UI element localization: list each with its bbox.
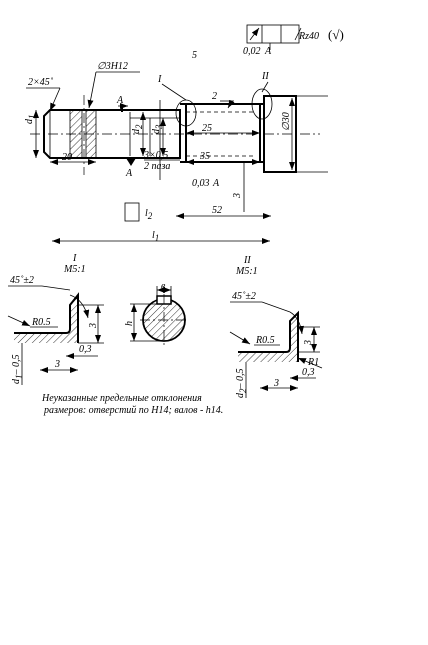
flange	[263, 95, 297, 173]
detail-I-scale: М5:1	[63, 264, 86, 275]
detail-I-title: I	[72, 253, 77, 264]
groove-spec-line2: 2 паза	[144, 161, 170, 172]
detail-II-scale: М5:1	[235, 266, 258, 277]
detail-II-title: II	[243, 255, 251, 266]
detail-I-dim-3-vertical: 3	[88, 323, 99, 329]
detail-II-radius-r1: R1	[307, 357, 319, 368]
callout-II-label: II	[261, 71, 269, 82]
dim-5: 5	[192, 50, 197, 61]
total-runout-datum: A	[212, 178, 220, 189]
detail-II-radius: R0.5	[255, 335, 275, 346]
detail-II: II М5:1 45˚±2 R0.5 3 R1 0,3 3 d2– 0,5	[229, 255, 323, 399]
callout-I-label: I	[157, 74, 162, 85]
dim-l1: l1	[152, 230, 159, 243]
detail-II-angle: 45˚±2	[232, 291, 256, 302]
detail-I-dim-d: d1– 0,5	[11, 355, 24, 385]
roughness-frame: Rz40 (√) 0,02 A	[243, 24, 344, 57]
detail-I-angle: 45˚±2	[10, 275, 34, 286]
section-letter-top: А	[116, 95, 124, 106]
dim-35: 35	[199, 151, 210, 162]
notes-line1: Неуказанные предельные отклонения	[41, 393, 202, 404]
roughness-general-mark: (√)	[328, 27, 344, 42]
runout-tolerance: 0,02	[243, 46, 261, 57]
detail-I: I М5:1 45˚±2 R0.5 3 0,3 3 d1– 0,5	[7, 253, 104, 385]
detail-II-dim-d: d2– 0,5	[235, 369, 248, 399]
total-runout-tolerance: 0,03	[192, 178, 210, 189]
main-view: Rz40 (√) 0,02 A 5 ∅3Н12 2×45˚ I II 2	[24, 24, 344, 244]
dim-d1: d1	[24, 115, 37, 125]
l2-frame	[124, 202, 140, 222]
chamfer-left-label: 2×45˚	[28, 77, 54, 88]
detail-II-dim-03: 0,3	[302, 367, 315, 378]
dim-25: 25	[202, 123, 212, 134]
datum-triangle-icon	[126, 158, 136, 166]
detail-II-dim-3-vertical: 3	[303, 340, 314, 346]
dim-l2: l2	[145, 208, 153, 221]
notes: Неуказанные предельные отклонения размер…	[41, 393, 223, 416]
section-width-label: в	[161, 281, 166, 292]
runout-arrow-icon	[249, 27, 260, 41]
detail-II-profile	[238, 310, 299, 362]
section-view: в h	[124, 281, 188, 346]
notes-line2: размеров: отверстий по Н14; валов - h14.	[43, 405, 223, 416]
datum-letter: A	[125, 168, 133, 179]
detail-I-profile	[14, 292, 79, 343]
dim-d3: d3	[151, 124, 164, 134]
dim-52: 52	[212, 205, 222, 216]
hole-spec: ∅3Н12	[97, 61, 128, 72]
detail-II-dim-3-horizontal: 3	[273, 378, 279, 389]
dim-diam-30: ∅30	[281, 112, 292, 131]
callout-circle-I	[175, 99, 197, 127]
chamfer-right-label: 2	[212, 91, 217, 102]
callout-circle-II	[251, 88, 273, 120]
dim-3-vertical: 3	[232, 193, 243, 199]
dim-20: 20	[62, 152, 72, 163]
cross-hole	[69, 95, 97, 175]
runout-datum: A	[264, 46, 272, 57]
detail-I-radius: R0.5	[31, 317, 51, 328]
dim-d2: d2	[131, 124, 144, 134]
detail-I-dim-03: 0,3	[79, 344, 92, 355]
detail-I-dim-3-horizontal: 3	[54, 359, 60, 370]
section-height-label: h	[124, 321, 135, 326]
roughness-value: Rz40	[298, 31, 319, 42]
groove-spec-line1: 3×0,5	[143, 150, 168, 161]
